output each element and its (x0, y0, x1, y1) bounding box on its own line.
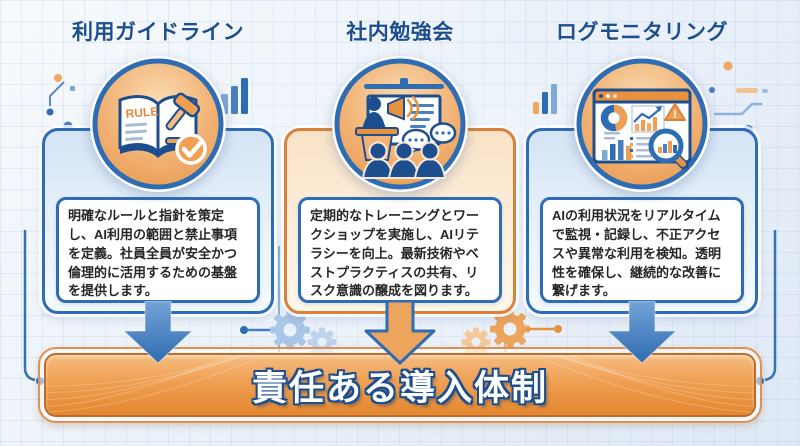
svg-text:!: ! (673, 109, 677, 121)
down-arrow (606, 301, 678, 364)
column-panel: AIの利用状況をリアルタイムで監視・記録し、不正アクセスや異常な利用を検知。透明… (526, 128, 758, 314)
column-title-guidelines: 利用ガイドライン (72, 21, 244, 44)
banner-wave-decoration (46, 355, 252, 413)
description-box: 明確なルールと指針を策定し、AI利用の範囲と禁止事項を定義。社員全員が安全かつ倫… (56, 197, 260, 303)
pillar-column-training: 社内勉強会 (281, 0, 519, 446)
presentation-training-icon (330, 54, 470, 194)
description-text: AIの利用状況をリアルタイムで監視・記録し、不正アクセスや異常な利用を検知。透明… (552, 208, 722, 299)
description-text: 明確なルールと指針を策定し、AI利用の範囲と禁止事項を定義。社員全員が安全かつ倫… (68, 208, 238, 299)
down-arrow (364, 301, 436, 365)
down-arrow (122, 301, 194, 364)
banner-wave-decoration (528, 355, 754, 414)
column-title-monitoring: ログモニタリング (556, 21, 728, 44)
dashboard-monitoring-icon: ! (572, 54, 712, 194)
pillar-column-guidelines: 利用ガイドライン RULE (39, 0, 277, 446)
column-title-training: 社内勉強会 (346, 21, 454, 44)
rulebook-gavel-icon: RULE (88, 54, 228, 194)
pillar-column-monitoring: ログモニタリング (523, 0, 761, 446)
description-box: AIの利用状況をリアルタイムで監視・記録し、不正アクセスや異常な利用を検知。透明… (540, 197, 744, 303)
connector-vline-blue (278, 246, 280, 352)
circuit-dots-icon (709, 61, 768, 135)
column-panel: 明確なルールと指針を策定し、AI利用の範囲と禁止事項を定義。社員全員が安全かつ倫… (42, 128, 274, 314)
description-text: 定期的なトレーニングとワークショップを実施し、AIリテラシーを向上。最新技術やベ… (310, 208, 480, 299)
mini-bar-chart-icon (533, 84, 557, 114)
description-box: 定期的なトレーニングとワークショップを実施し、AIリテラシーを向上。最新技術やベ… (298, 197, 502, 303)
rule-label: RULE (125, 104, 159, 121)
banner-title: 責任ある導入体制 (251, 368, 548, 408)
